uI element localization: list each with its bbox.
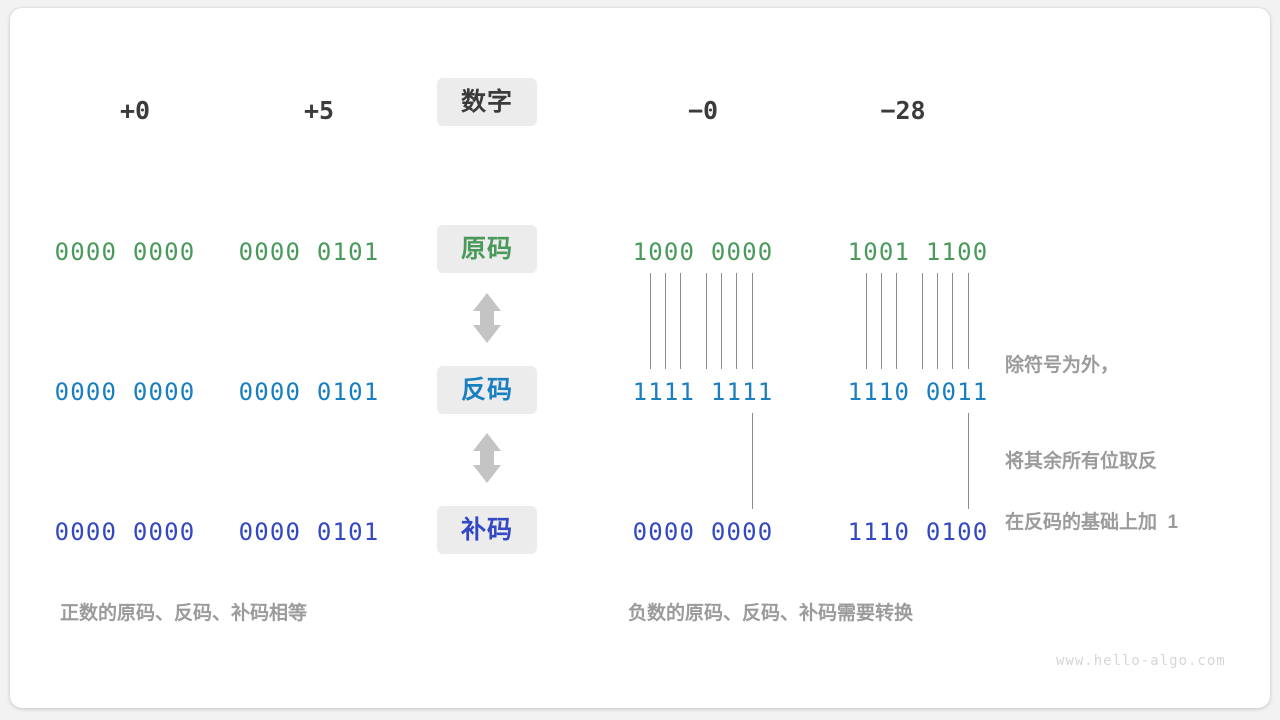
column-header-neg-zero: −0 [687,96,719,125]
row-label-twos-complement: 补码 [437,506,537,554]
connector-line-invert [896,273,897,369]
connector-line-invert [968,273,969,369]
cell-ones-complement-neg-twentyeight: 1110 0011 [847,378,989,406]
connector-line-invert [937,273,938,369]
connector-line-invert [952,273,953,369]
row-label-number: 数字 [437,78,537,126]
cell-twos-complement-pos-five: 0000 0101 [238,518,380,546]
column-header-pos-zero: +0 [119,96,151,125]
cell-twos-complement-pos-zero: 0000 0000 [54,518,196,546]
cell-sign-magnitude-pos-zero: 0000 0000 [54,238,196,266]
connector-line-invert [680,273,681,369]
connector-line-invert [721,273,722,369]
connector-line-invert [881,273,882,369]
caption-negative: 负数的原码、反码、补码需要转换 [628,603,914,624]
row-label-ones-complement: 反码 [437,366,537,414]
connector-line-invert [736,273,737,369]
row-label-sign-magnitude: 原码 [437,225,537,273]
cell-sign-magnitude-pos-five: 0000 0101 [238,238,380,266]
cell-twos-complement-neg-twentyeight: 1110 0100 [847,518,989,546]
arrow-updown-icon-2 [469,431,505,490]
connector-line-invert [922,273,923,369]
arrow-updown-icon-1 [469,291,505,350]
caption-positive: 正数的原码、反码、补码相等 [60,603,308,624]
connector-line-invert [665,273,666,369]
cell-ones-complement-neg-zero: 1111 1111 [632,378,774,406]
annotation-invert-bits-line2: 将其余所有位取反 [1005,451,1158,472]
cell-ones-complement-pos-five: 0000 0101 [238,378,380,406]
watermark: www.hello-algo.com [1056,653,1226,669]
annotation-add-one-line1: 在反码的基础上加 1 [1005,512,1179,533]
diagram-card: +0 +5 数字 −0 −28 0000 0000 0000 0101 原码 1… [10,8,1270,708]
cell-sign-magnitude-neg-zero: 1000 0000 [632,238,774,266]
cell-ones-complement-pos-zero: 0000 0000 [54,378,196,406]
annotation-add-one: 在反码的基础上加 1 [1005,443,1178,603]
annotation-invert-bits: 除符号为外， 将其余所有位取反 [1005,286,1157,542]
column-header-neg-twentyeight: −28 [880,96,926,125]
cell-twos-complement-neg-zero: 0000 0000 [632,518,774,546]
connector-line-add-one [968,413,969,509]
column-header-pos-five: +5 [303,96,335,125]
connector-line-invert [650,273,651,369]
connector-line-add-one [752,413,753,509]
cell-sign-magnitude-neg-twentyeight: 1001 1100 [847,238,989,266]
connector-line-invert [866,273,867,369]
connector-line-invert [752,273,753,369]
annotation-invert-bits-line1: 除符号为外， [1005,355,1120,376]
connector-line-invert [706,273,707,369]
